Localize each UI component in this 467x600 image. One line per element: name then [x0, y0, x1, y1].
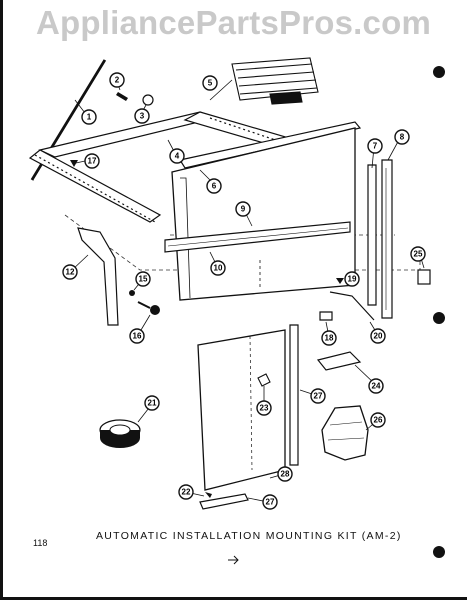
svg-text:18: 18: [325, 334, 334, 343]
part-side-panel: [171, 127, 356, 301]
part-vertical-strips: [367, 159, 393, 319]
callout-17: 17: [84, 153, 100, 169]
page-number: 118: [33, 538, 48, 548]
callout-5: 5: [202, 75, 218, 91]
svg-text:20: 20: [374, 332, 383, 341]
callout-18: 18: [321, 330, 337, 346]
svg-text:24: 24: [372, 382, 381, 391]
binder-hole-top: [433, 66, 445, 78]
svg-text:7: 7: [373, 142, 378, 151]
part-side-strip: [289, 324, 299, 466]
binder-hole-middle: [433, 312, 445, 324]
part-hardware-bag: [321, 405, 369, 461]
callout-9: 9: [235, 201, 251, 217]
part-latch: [257, 373, 271, 387]
svg-text:23: 23: [260, 404, 269, 413]
part-bottom-strip: [199, 493, 249, 510]
part-clip: [319, 291, 375, 321]
callout-25: 25: [410, 246, 426, 262]
arrow-icon: [228, 555, 239, 565]
part-extension-panel: [197, 329, 286, 491]
part-tape-roll: [99, 419, 141, 448]
svg-text:26: 26: [374, 416, 383, 425]
callout-15: 15: [135, 271, 151, 287]
svg-text:28: 28: [281, 470, 290, 479]
callout-4: 4: [169, 148, 185, 164]
callout-22: 22: [178, 484, 194, 500]
callout-6: 6: [206, 178, 222, 194]
callout-12: 12: [62, 264, 78, 280]
callout-19: 19: [344, 271, 360, 287]
part-weatherstrip: [231, 57, 319, 105]
watermark: AppliancePartsPros.com: [35, 4, 432, 41]
svg-text:27: 27: [266, 498, 275, 507]
callout-16: 16: [129, 328, 145, 344]
svg-text:22: 22: [182, 488, 191, 497]
callout-2: 2: [109, 72, 125, 88]
svg-text:10: 10: [214, 264, 223, 273]
callout-24: 24: [368, 378, 384, 394]
callout-27-bottom: 27: [262, 494, 278, 510]
part-handle: [316, 351, 362, 371]
svg-text:9: 9: [241, 205, 246, 214]
svg-text:1: 1: [87, 113, 92, 122]
part-screws: [70, 92, 344, 498]
callout-1: 1: [81, 109, 97, 125]
binder-hole-bottom: [433, 546, 445, 558]
part-corner-clip: [417, 269, 431, 285]
svg-text:27: 27: [314, 392, 323, 401]
svg-text:8: 8: [400, 133, 405, 142]
svg-text:17: 17: [88, 157, 97, 166]
part-channel: [164, 221, 351, 253]
svg-text:5: 5: [208, 79, 213, 88]
part-front-bar: [179, 121, 362, 169]
svg-text:19: 19: [348, 275, 357, 284]
callout-8: 8: [394, 129, 410, 145]
callout-3: 3: [134, 108, 150, 124]
svg-text:3: 3: [140, 112, 145, 121]
diagram-caption: AUTOMATIC INSTALLATION MOUNTING KIT (AM-…: [96, 530, 402, 542]
svg-text:25: 25: [414, 250, 423, 259]
svg-text:15: 15: [139, 275, 148, 284]
callout-10: 10: [210, 260, 226, 276]
svg-text:16: 16: [133, 332, 142, 341]
svg-text:6: 6: [212, 182, 217, 191]
callout-20: 20: [370, 328, 386, 344]
callout-23: 23: [256, 400, 272, 416]
svg-text:2: 2: [115, 76, 120, 85]
callout-21: 21: [144, 395, 160, 411]
callout-26: 26: [370, 412, 386, 428]
svg-text:12: 12: [66, 268, 75, 277]
callout-27-strip: 27: [310, 388, 326, 404]
svg-text:21: 21: [148, 399, 157, 408]
part-support-bracket: [77, 227, 119, 326]
callout-7: 7: [367, 138, 383, 154]
callout-28: 28: [277, 466, 293, 482]
svg-text:4: 4: [175, 152, 180, 161]
